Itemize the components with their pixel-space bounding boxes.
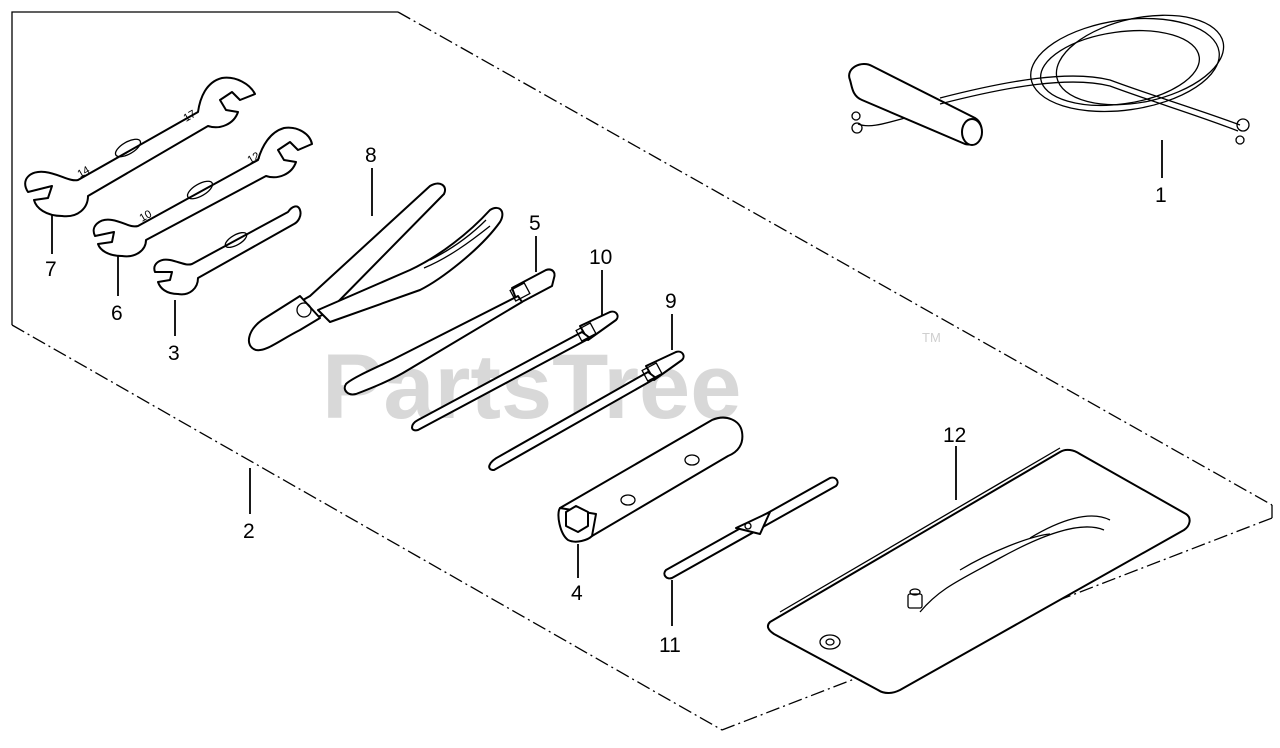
callout-2: 2 — [243, 520, 255, 543]
screwdriver-flat — [343, 268, 556, 396]
wrench-6-size-a: 10 — [138, 208, 155, 225]
watermark-text: PartsTree — [322, 336, 741, 438]
callout-3: 3 — [168, 342, 180, 365]
callout-7: 7 — [45, 258, 57, 281]
screwdriver-thin — [411, 310, 619, 432]
callout-labels: 1 2 3 4 5 6 7 8 9 10 11 12 — [45, 144, 1167, 657]
callout-10: 10 — [589, 246, 612, 269]
wrench-6-size-b: 12 — [246, 150, 263, 167]
starter-rope-handle — [848, 14, 1250, 146]
watermark-trademark: TM — [922, 330, 941, 345]
leader-lines — [51, 140, 1163, 626]
tool-bag — [766, 447, 1191, 694]
box-spanner — [557, 416, 744, 543]
callout-11: 11 — [659, 634, 681, 657]
callout-8: 8 — [365, 144, 377, 167]
callout-4: 4 — [571, 582, 583, 605]
wrench-7-size-b: 17 — [182, 108, 199, 125]
callout-12: 12 — [943, 424, 966, 447]
wrench-10x12: 10 12 — [92, 126, 313, 258]
callout-6: 6 — [111, 302, 123, 325]
tommy-bar — [663, 476, 839, 580]
callout-1: 1 — [1155, 184, 1167, 207]
wrench-7-size-a: 14 — [76, 164, 93, 181]
screwdriver-phillips — [488, 350, 685, 471]
callout-5: 5 — [529, 212, 541, 235]
wrench-14x17: 14 17 — [24, 76, 256, 218]
plug-wrench — [153, 205, 302, 296]
pliers — [247, 182, 504, 352]
callout-9: 9 — [665, 290, 677, 313]
